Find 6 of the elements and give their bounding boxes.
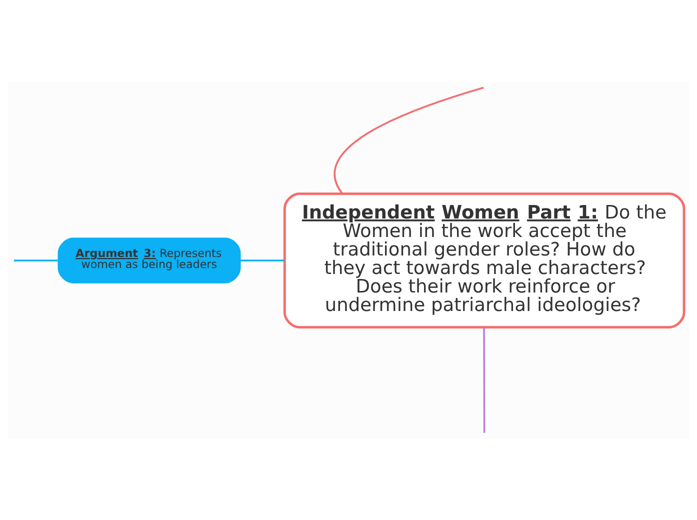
node-box: Argument 3: Represents women as being leaders	[58, 237, 241, 283]
connector	[14, 259, 58, 261]
connector	[334, 86, 484, 194]
connector	[483, 327, 486, 432]
connector	[240, 259, 284, 261]
node-box: Independent Women Part 1: Do the Women in the work accept the traditional gender roles? How do they act towards male characters? Does their work reinforce or undermine patriarchal ideologies?	[283, 192, 686, 328]
